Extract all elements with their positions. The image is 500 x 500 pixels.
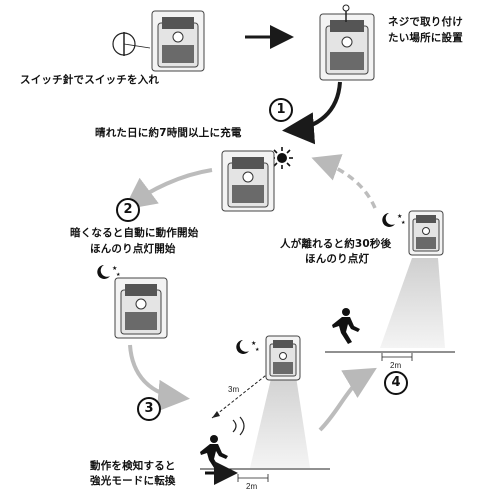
- label-screw-mount-1: ネジで取り付け: [388, 16, 463, 28]
- svg-text:★: ★: [116, 272, 121, 278]
- svg-text:★: ★: [401, 220, 406, 226]
- arrow-step1: [282, 81, 342, 145]
- label-person-leaves-2: ほんのり点灯: [305, 253, 370, 265]
- label-screw-mount-2: たい場所に設置: [388, 32, 463, 44]
- label-dark-auto-1: 暗くなると自動に動作開始: [70, 227, 199, 239]
- lamp-icon-charging: [221, 150, 275, 212]
- step-number-1: 1: [269, 98, 293, 122]
- switch-needle-icon: [112, 32, 151, 56]
- label-dark-auto-2: ほんのり点灯開始: [90, 243, 176, 255]
- dim-2m-left: 2m: [246, 482, 258, 491]
- arrow-return-dashed: [311, 154, 377, 209]
- arrow-step3: [128, 344, 190, 412]
- moon-icon-step3: ★★: [236, 340, 260, 354]
- label-switch-instruction: スイッチ針でスイッチを入れ: [20, 74, 160, 86]
- dim-2m-right: 2m: [390, 361, 402, 370]
- step-number-2: 2: [116, 198, 140, 222]
- range-line-3m: [211, 371, 271, 419]
- running-person-icon-right: [332, 308, 360, 344]
- arrow-step2: [123, 168, 213, 210]
- moon-icon-step4: ★★: [382, 213, 406, 227]
- sensor-waves: [232, 416, 245, 436]
- label-charge: 晴れた日に約7時間以上に充電: [95, 127, 242, 139]
- svg-text:★: ★: [255, 347, 260, 353]
- running-person-icon-left: [200, 435, 228, 471]
- beam-right: [380, 258, 445, 348]
- svg-text:★: ★: [251, 340, 256, 347]
- screw-icon: [342, 4, 350, 22]
- lamp-icon-strong: [265, 335, 301, 381]
- svg-text:★: ★: [112, 265, 117, 272]
- lamp-icon-dim: [114, 277, 168, 339]
- moon-icon-step2: ★★: [97, 265, 121, 279]
- label-detect-2: 強光モードに転換: [90, 475, 176, 487]
- lamp-icon-right: [408, 210, 444, 256]
- svg-text:★: ★: [397, 213, 402, 220]
- step-number-3: 3: [137, 397, 161, 421]
- label-detect-1: 動作を検知すると: [90, 460, 176, 472]
- lamp-icon-switch: [151, 10, 205, 72]
- label-person-leaves-1: 人が離れると約30秒後: [280, 238, 392, 250]
- step-number-4: 4: [384, 371, 408, 395]
- beam-detect: [250, 370, 310, 468]
- lamp-icon-mounted: [319, 13, 375, 81]
- arrow-step4: [318, 367, 377, 432]
- dim-3m: 3m: [228, 385, 240, 394]
